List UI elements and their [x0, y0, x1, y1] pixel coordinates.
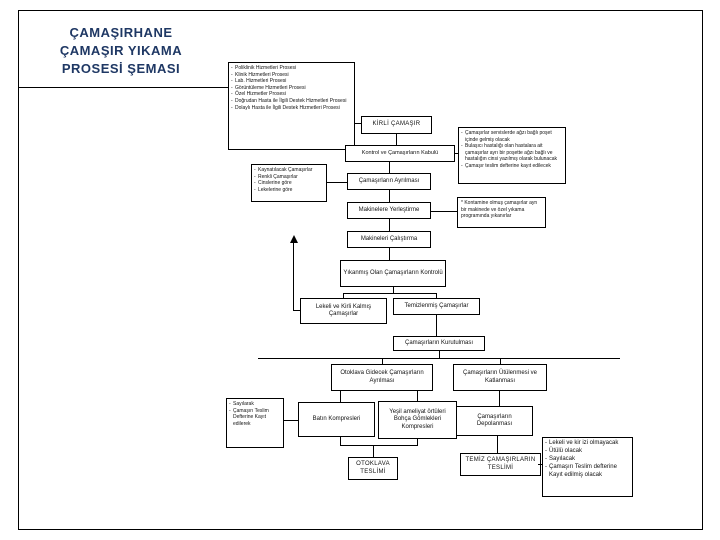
node-temiz-teslim-label: TEMİZ ÇAMAŞIRLARIN TESLİMİ — [465, 457, 536, 471]
connector-kurutma-down — [439, 350, 440, 358]
node-lekeli-kirli: Lekeli ve Kirli Kalmış Çamaşırlar — [300, 298, 387, 324]
page-title: ÇAMAŞIRHANE ÇAMAŞIR YIKAMA PROSESİ ŞEMAS… — [26, 24, 216, 79]
node-yesil-ameliyat-line2: Bohça Gömlekleri — [393, 416, 442, 423]
node-otoklava-teslim: OTOKLAVA TESLİMİ — [348, 457, 398, 480]
teslim-rules-note: Lekeli ve kir izi olmayacak Ütülü olacak… — [542, 437, 633, 497]
connector-depolanma-to-temizteslim — [497, 435, 498, 453]
connector-list-to-kirli — [355, 123, 361, 124]
node-utulenme: Çamaşırların Ütülenmesi ve Katlanması — [453, 364, 547, 391]
node-depolanma-label: Çamaşırların Depolanması — [476, 413, 513, 428]
node-utulenme-label: Çamaşırların Ütülenmesi ve Katlanması — [462, 370, 538, 384]
connector-temiz-to-kurutma — [436, 314, 437, 336]
node-yesil-ameliyat-line1: Yeşil ameliyat örtüleri — [389, 408, 446, 415]
node-otoklava-teslim-label: OTOKLAVA TESLİMİ — [356, 461, 390, 475]
node-kurutulma-label: Çamaşırların Kurutulması — [404, 339, 474, 346]
process-list-item: Özel Hizmetler Prosesi — [231, 91, 352, 98]
sayim-note: Sayılarak Çamaşırı Teslim Defterine Kayı… — [226, 398, 284, 448]
ayirma-kriteri: Renkli Çamaşırlar — [254, 174, 324, 181]
ayirma-kriterleri-note: Kaynatılacak Çamaşırlar Renkli Çamaşırla… — [251, 164, 327, 202]
process-list-item: Poliklinik Hizmetleri Prosesi — [231, 65, 352, 72]
connector-split-to-temiz — [436, 293, 437, 298]
node-temiz-teslim: TEMİZ ÇAMAŞIRLARIN TESLİMİ — [460, 453, 541, 476]
connector-ayrilma-to-yerlestirme — [389, 189, 390, 202]
teslim-rule: Lekeli ve kir izi olmayacak — [545, 440, 630, 448]
page-border — [18, 10, 703, 530]
kabul-rule: Çamaşır teslim defterine kayıt edilecek — [461, 163, 563, 170]
node-kirli-camasir-label: KİRLİ ÇAMAŞIR — [372, 121, 421, 128]
node-temizlenmis-label: Temizlenmiş Çamaşırlar — [404, 302, 469, 309]
connector-yerlestirme-to-note — [430, 211, 457, 212]
node-batin-kompresleri: Batın Kompresleri — [298, 402, 375, 437]
node-yesil-ameliyat: Yeşil ameliyat örtüleri Bohça Gömlekleri… — [378, 401, 457, 439]
connector-otayr-to-yesil — [417, 390, 418, 401]
connector-otayr-to-batin — [340, 390, 341, 402]
connector-temizteslim-to-note — [538, 464, 542, 465]
connector-split-to-lekeli — [343, 293, 344, 298]
node-batin-kompresleri-label: Batın Kompresleri — [312, 415, 361, 422]
ayirma-kriteri: Cinslerine göre — [254, 180, 324, 187]
feedback-vertical — [293, 243, 294, 311]
node-kirli-camasir: KİRLİ ÇAMAŞIR — [361, 116, 432, 134]
node-kontrol-kabul: Kontrol ve Çamaşırların Kabulü — [345, 145, 455, 162]
process-list-item: Görüntüleme Hizmetleri Prosesi — [231, 85, 352, 92]
kabul-rules-note: Çamaşırlar servislerde ağzı bağlı poşet … — [458, 127, 566, 184]
connector-batin-down — [340, 436, 341, 445]
node-ayrilma: Çamaşırların Ayrılması — [347, 173, 431, 190]
ayirma-kriteri: Kaynatılacak Çamaşırlar — [254, 167, 324, 174]
connector-yerlestirme-to-calistirma — [389, 218, 390, 231]
teslim-rule: Ütülü olacak — [545, 448, 630, 456]
connector-kriter-to-ayrilma — [326, 182, 347, 183]
connector-to-utulenme — [500, 358, 501, 364]
node-lekeli-kirli-label: Lekeli ve Kirli Kalmış Çamaşırlar — [315, 303, 372, 318]
title-divider-line — [18, 87, 229, 88]
node-yikanmis-kontrol-label: Yıkanmış Olan Çamaşırların Kontrolü — [343, 269, 443, 276]
node-makinelere-yerlestirme: Makinelere Yerleştirme — [347, 202, 431, 219]
connector-utulenme-to-depolanma — [499, 390, 500, 406]
feedback-arrowhead-up-icon — [290, 235, 298, 243]
teslim-rule: Çamaşırı Teslim defterine Kayıt edilmiş … — [545, 464, 630, 480]
connector-split-horizontal — [343, 293, 437, 294]
sayim-note-item: Çamaşırı Teslim Defterine Kayıt edilerek — [229, 408, 281, 428]
kontamine-note: * Kontamine olmuş çamaşırlar ayrı bir ma… — [457, 197, 546, 228]
node-otoklava-ayrilma-label: Otoklava Gidecek Çamaşırların Ayrılması — [340, 370, 424, 384]
process-list-item: Dolaylı Hasta ile İlgili Destek Hizmetle… — [231, 105, 352, 112]
kabul-rule: Çamaşırlar servislerde ağzı bağlı poşet … — [461, 130, 563, 143]
node-depolanma: Çamaşırların Depolanması — [456, 406, 533, 436]
source-processes-box: Poliklinik Hizmetleri Prosesi Klinik Hiz… — [228, 62, 355, 150]
node-yesil-ameliyat-line3: Kompresleri — [401, 423, 434, 430]
node-makineleri-calistirma-label: Makineleri Çalıştırma — [360, 235, 418, 242]
connector-kontrol-to-note — [455, 153, 458, 154]
merge-line — [340, 445, 418, 446]
connector-yesil-down — [417, 438, 418, 445]
page-title-line1: ÇAMAŞIRHANE — [69, 25, 173, 40]
node-kurutulma: Çamaşırların Kurutulması — [393, 336, 485, 351]
connector-kirli-to-kontrol — [396, 133, 397, 145]
node-temizlenmis: Temizlenmiş Çamaşırlar — [393, 298, 480, 315]
sayim-note-item: Sayılarak — [229, 401, 281, 408]
connector-sayim-to-batin — [284, 420, 298, 421]
connector-to-otoklava-ayrilma — [382, 358, 383, 364]
connector-kontrol-to-ayrilma — [389, 161, 390, 173]
kontamine-note-text: * Kontamine olmuş çamaşırlar ayrı bir ma… — [461, 200, 538, 220]
page-title-line3: PROSESİ ŞEMASI — [61, 61, 181, 77]
process-list-item: Klinik Hizmetleri Prosesi — [231, 72, 352, 79]
node-otoklava-ayrilma: Otoklava Gidecek Çamaşırların Ayrılması — [331, 364, 433, 391]
feedback-horizontal — [293, 310, 300, 311]
ayirma-kriteri: Lekelerine göre — [254, 187, 324, 194]
distributor-line — [258, 358, 620, 359]
process-list-item: Doğrudan Hasta ile İlgili Destek Hizmetl… — [231, 98, 352, 105]
node-makinelere-yerlestirme-label: Makinelere Yerleştirme — [358, 206, 420, 213]
connector-calistirma-to-kontrol2 — [389, 247, 390, 260]
node-makineleri-calistirma: Makineleri Çalıştırma — [347, 231, 431, 248]
teslim-rule: Sayılacak — [545, 456, 630, 464]
node-ayrilma-label: Çamaşırların Ayrılması — [358, 177, 420, 184]
process-list-item: Lab. Hizmetleri Prosesi — [231, 78, 352, 85]
node-kontrol-kabul-label: Kontrol ve Çamaşırların Kabulü — [361, 150, 439, 157]
kabul-rule: Bulaşıcı hastalığı olan hastalara ait ça… — [461, 143, 563, 163]
page-title-line2: ÇAMAŞIR YIKAMA — [59, 43, 183, 59]
connector-kontrol2-down — [393, 286, 394, 293]
connector-merge-to-otoklava-teslim — [373, 445, 374, 457]
node-yikanmis-kontrol: Yıkanmış Olan Çamaşırların Kontrolü — [340, 260, 446, 287]
